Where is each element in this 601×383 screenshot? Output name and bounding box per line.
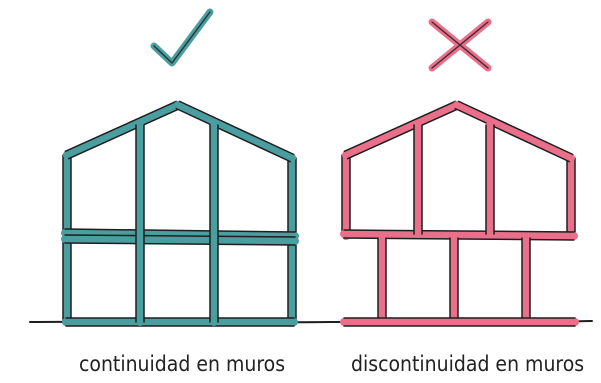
upper-wall-1 — [413, 121, 423, 238]
roof-slope-right — [174, 100, 296, 163]
caption-discontinuous-walls: discontinuidad en muros — [351, 352, 585, 376]
ground-slab — [340, 317, 579, 327]
lower-wall-3 — [521, 234, 531, 326]
floor-slab-lower — [61, 234, 299, 246]
house-continuous-walls — [61, 100, 299, 327]
lower-wall-1 — [377, 234, 387, 326]
ground-slab — [62, 317, 298, 327]
interior-wall-1 — [135, 121, 145, 326]
caption-continuous-walls: continuidad en muros — [79, 352, 286, 376]
exterior-wall-left — [341, 151, 351, 240]
lower-wall-2 — [449, 234, 459, 326]
interior-wall-2 — [209, 121, 219, 326]
roof-slope-left — [342, 100, 461, 160]
exterior-wall-right — [566, 154, 576, 240]
check-mark-icon — [150, 8, 214, 67]
roof-slope-left — [63, 100, 182, 160]
house-discontinuous-walls — [340, 100, 579, 327]
cross-mark-icon — [428, 18, 492, 72]
upper-wall-2 — [485, 121, 495, 238]
roof-slope-right — [453, 100, 575, 163]
